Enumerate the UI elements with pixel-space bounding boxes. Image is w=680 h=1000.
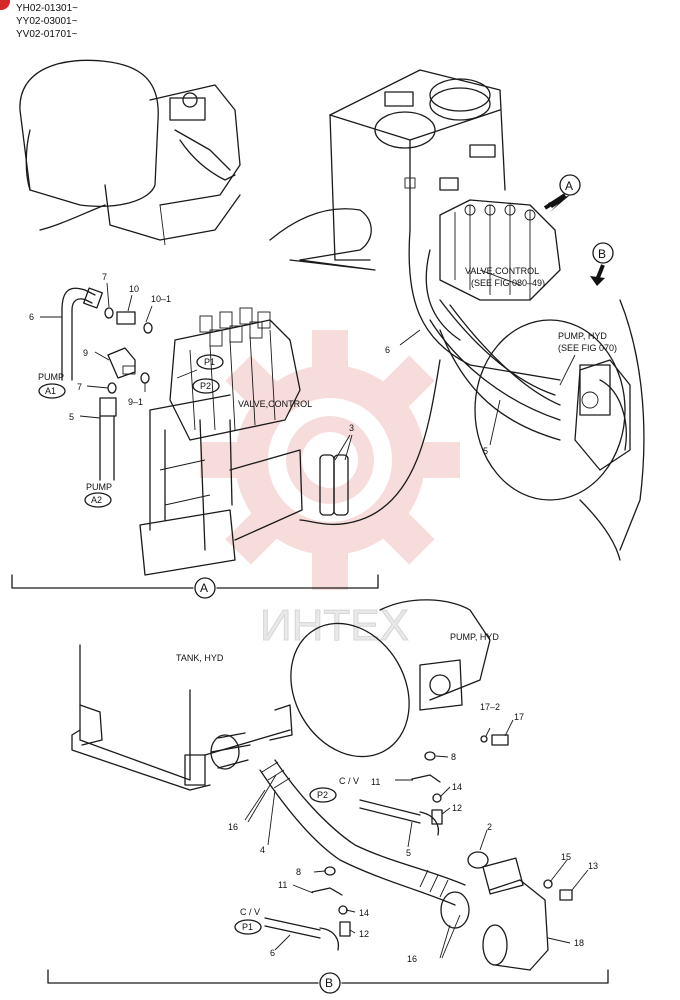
callout-b-11b: 11	[278, 880, 287, 890]
arrow-a-badge	[559, 174, 581, 196]
corner-mark	[0, 0, 10, 10]
serial-number-1: YH02-01301~	[16, 3, 78, 14]
callout-a-3: 3	[349, 423, 354, 433]
view-a-valve-label: VALVE,CONTROL	[238, 399, 312, 409]
callout-b-13: 13	[588, 861, 598, 871]
callout-b-12: 12	[452, 803, 462, 813]
pump-a2-label: PUMP	[86, 482, 112, 492]
callout-b-16b: 16	[407, 954, 417, 964]
callout-overview-5: 5	[483, 446, 488, 456]
callout-overview-6: 6	[385, 345, 390, 355]
watermark-text: ИНТЕХ	[260, 601, 409, 650]
cv-label-1: C / V	[339, 776, 359, 786]
callout-b-16: 16	[228, 822, 238, 832]
cv-label-2: C / V	[240, 907, 260, 917]
callout-a-9: 9	[83, 348, 88, 358]
arrow-b-badge	[592, 242, 614, 264]
callout-a-7b: 7	[77, 382, 82, 392]
overview-valve-ref: (SEE FIG 080–49)	[471, 278, 545, 288]
overview-pump-ref: (SEE FIG 070)	[558, 343, 617, 353]
callout-b-4: 4	[260, 845, 265, 855]
callout-b-12b: 12	[359, 929, 369, 939]
callout-b-8: 8	[451, 752, 456, 762]
callout-b-17-2: 17–2	[480, 702, 500, 712]
arrow-b-letter: B	[598, 247, 606, 261]
watermark-gear	[200, 330, 460, 590]
callout-b-2: 2	[487, 822, 492, 832]
serial-number-3: YV02-01701~	[16, 29, 78, 40]
cv-port-2: P1	[242, 922, 253, 932]
section-b-letter: B	[325, 976, 333, 990]
section-a-letter: A	[200, 581, 208, 595]
port-p1-label: P1	[204, 357, 215, 367]
machine-overview	[269, 69, 645, 561]
callout-a-5: 5	[69, 412, 74, 422]
callout-b-5: 5	[406, 848, 411, 858]
callout-a-10: 10	[129, 284, 139, 294]
view-b-pump-label: PUMP, HYD	[450, 632, 499, 642]
callout-a-6: 6	[29, 312, 34, 322]
cv-port-1: P2	[317, 790, 328, 800]
callout-b-6: 6	[270, 948, 275, 958]
overview-valve-label: VALVE,CONTROL	[465, 266, 539, 276]
pump-a1-port: A1	[45, 386, 56, 396]
callout-b-15: 15	[561, 852, 571, 862]
callout-a-9-1: 9–1	[128, 397, 143, 407]
machine-thumbnail	[19, 59, 241, 246]
overview-pump-label: PUMP, HYD	[558, 331, 607, 341]
view-a-detail	[11, 282, 379, 599]
callout-b-14b: 14	[359, 908, 369, 918]
callout-b-8b: 8	[296, 867, 301, 877]
port-p2-label: P2	[200, 381, 211, 391]
pump-a1-label: PUMP	[38, 372, 64, 382]
callout-b-14: 14	[452, 782, 462, 792]
tank-label: TANK, HYD	[176, 653, 224, 663]
pump-a2-port: A2	[91, 495, 102, 505]
arrow-a-letter: A	[565, 179, 573, 193]
callout-b-11: 11	[371, 777, 380, 787]
callout-a-10-1: 10–1	[151, 294, 171, 304]
callout-b-17: 17	[514, 712, 524, 722]
serial-number-2: YY02-03001~	[16, 16, 78, 27]
callout-a-7: 7	[102, 272, 107, 282]
callout-b-18: 18	[574, 938, 584, 948]
view-b-detail	[47, 599, 609, 994]
arrow-a	[548, 195, 570, 212]
